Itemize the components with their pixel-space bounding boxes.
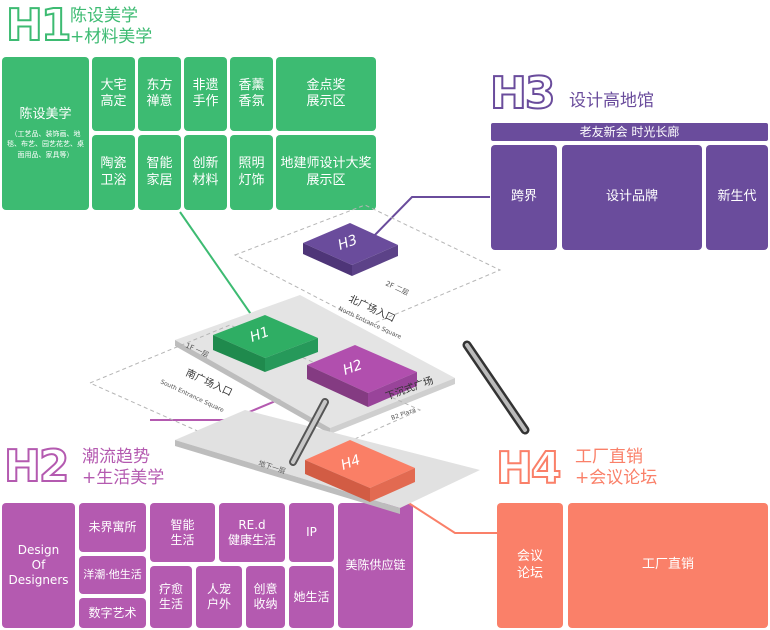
h1-cell-5: 金点奖 展示区: [276, 57, 376, 131]
h3-cell-3: 新生代: [706, 145, 768, 250]
h2-title: 潮流趋势 +生活美学: [82, 447, 164, 490]
floor-1f-edge-r: [330, 378, 455, 434]
h1-main-title: 陈设美学: [19, 106, 72, 122]
block-h1-label: H1: [248, 324, 272, 346]
h4-cell-1: 会议 论坛: [497, 503, 563, 628]
h4-title-line2: +会议论坛: [575, 468, 658, 489]
block-h2-side-r: [368, 372, 417, 407]
plaza-en: B2 Plaza: [390, 406, 417, 421]
h1-cell-8: 创新 材料: [184, 135, 227, 210]
h4-code: H4: [495, 443, 562, 494]
block-h1-top: [213, 315, 318, 358]
h2-cell-12: 美陈供应链: [338, 503, 413, 628]
h1-cell-2: 东方 禅意: [138, 57, 181, 131]
h1-cell-9: 照明 灯饰: [230, 135, 273, 210]
connector-h1: [179, 211, 256, 321]
block-h3-side: [303, 243, 352, 276]
block-h4-top: [305, 440, 415, 488]
h2-title-line2: +生活美学: [82, 468, 165, 489]
h2-cell-3: 洋潮·他生活: [79, 556, 146, 594]
h1-cell-3: 非遗 手作: [184, 57, 227, 131]
block-h1-side: [213, 335, 265, 372]
h3-banner: 老友新会 时光长廊: [491, 123, 768, 141]
floor-1f-outline: [88, 324, 422, 471]
h4-title: 工厂直销 +会议论坛: [575, 447, 657, 490]
block-h4-side-r: [370, 468, 415, 502]
h2-cell-1: Design Of Designers: [2, 503, 75, 628]
block-h2-top: [307, 345, 417, 393]
h2-cell-9: 创意 收纳: [246, 566, 285, 628]
h3-title: 设计高地馆: [569, 91, 654, 111]
block-h2-side: [307, 365, 368, 407]
h1-code: H1: [5, 0, 72, 51]
connector-h3: [369, 196, 490, 241]
floor-2f: [233, 204, 502, 326]
floor-b1-edge: [175, 440, 400, 514]
h2-cell-4: 数字艺术: [79, 598, 146, 628]
h2-title-line1: 潮流趋势: [82, 447, 150, 467]
block-h2-label: H2: [341, 357, 365, 379]
h3-cell-2: 设计品牌: [562, 145, 702, 250]
h3-cell-1: 跨界: [491, 145, 557, 250]
h1-title-line1: 陈设美学: [70, 6, 138, 26]
block-h3-top: [303, 223, 398, 265]
h2-cell-2: 未界寓所: [79, 503, 146, 552]
h2-cell-7: RE.d 健康生活: [219, 503, 285, 562]
h1-title-line2: +材料美学: [70, 27, 153, 48]
h2-cell-8: 人宠 户外: [196, 566, 242, 628]
h1-main-cell: 陈设美学 （工艺品、装饰画、地毯、布艺、园艺花艺、桌面用品、家具等）: [2, 57, 89, 210]
h3-code: H3: [489, 68, 556, 119]
h1-main-sub: （工艺品、装饰画、地毯、布艺、园艺花艺、桌面用品、家具等）: [7, 129, 84, 159]
h1-cell-6: 陶瓷 卫浴: [92, 135, 135, 210]
h2-cell-5: 智能 生活: [150, 503, 215, 562]
h1-cell-10: 地建师设计大奖 展示区: [276, 135, 376, 210]
h4-title-line1: 工厂直销: [575, 447, 643, 467]
h2-cell-11: 她生活: [289, 566, 334, 628]
escalator-left-inner: [291, 400, 327, 464]
h2-cell-10: IP: [289, 503, 334, 562]
floor-1f-edge: [175, 340, 330, 434]
h1-cell-7: 智能 家居: [138, 135, 181, 210]
block-h3-side-r: [352, 245, 398, 276]
h1-cell-1: 大宅 高定: [92, 57, 135, 131]
h4-cell-2: 工厂直销: [568, 503, 768, 628]
block-h4-label: H4: [339, 452, 363, 474]
h2-cell-6: 疗愈 生活: [150, 566, 192, 628]
floor-2f-label: 2F 二层: [384, 280, 410, 298]
h1-cell-4: 香薰 香氛: [230, 57, 273, 131]
block-h4-side: [305, 460, 370, 502]
escalator-right-inner: [465, 343, 527, 432]
block-h3-label: H3: [336, 232, 360, 254]
block-h1-side-r: [265, 338, 318, 372]
h1-title: 陈设美学 +材料美学: [70, 6, 152, 49]
h2-code: H2: [3, 441, 70, 492]
